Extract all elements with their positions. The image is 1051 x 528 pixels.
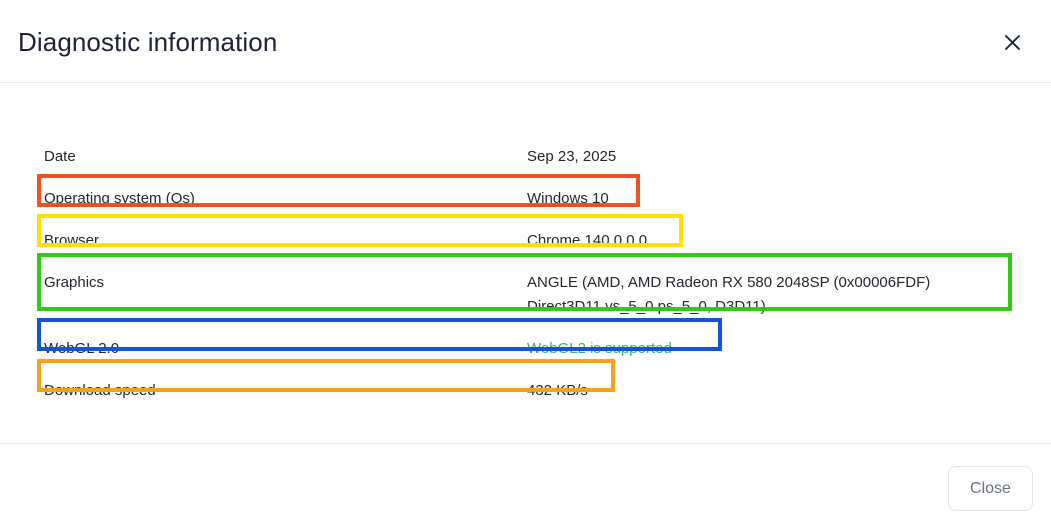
status-badge: WebGL2 is supported <box>527 340 672 357</box>
page-title: Diagnostic information <box>18 27 278 57</box>
row-label: WebGL 2.0 <box>44 340 120 357</box>
row-value: Chrome 140.0.0.0 <box>527 232 648 249</box>
row-value: 432 KB/s <box>527 382 588 399</box>
dialog-footer: Close <box>0 443 1051 528</box>
row-value: Windows 10 <box>527 190 609 207</box>
dialog-header: Diagnostic information <box>0 0 1051 83</box>
close-icon-button[interactable] <box>996 26 1028 58</box>
table-row: Graphics ANGLE (AMD, AMD Radeon RX 580 20… <box>44 263 1007 329</box>
close-icon <box>1003 33 1022 52</box>
table-row: Browser Chrome 140.0.0.0 <box>44 221 1007 263</box>
close-button[interactable]: Close <box>948 466 1033 511</box>
table-row: WebGL 2.0 WebGL2 is supported <box>44 329 1007 371</box>
table-row: Operating system (Os) Windows 10 <box>44 179 1007 221</box>
row-value: Sep 23, 2025 <box>527 148 617 165</box>
row-label: Graphics <box>44 274 105 291</box>
row-label: Download speed <box>44 382 156 399</box>
row-label: Date <box>44 148 76 165</box>
row-label: Operating system (Os) <box>44 190 195 207</box>
table-row: Date Sep 23, 2025 <box>44 137 1007 179</box>
row-value: ANGLE (AMD, AMD Radeon RX 580 2048SP (0x… <box>527 274 931 315</box>
table-row: Download speed 432 KB/s <box>44 371 1007 413</box>
row-label: Browser <box>44 232 100 249</box>
